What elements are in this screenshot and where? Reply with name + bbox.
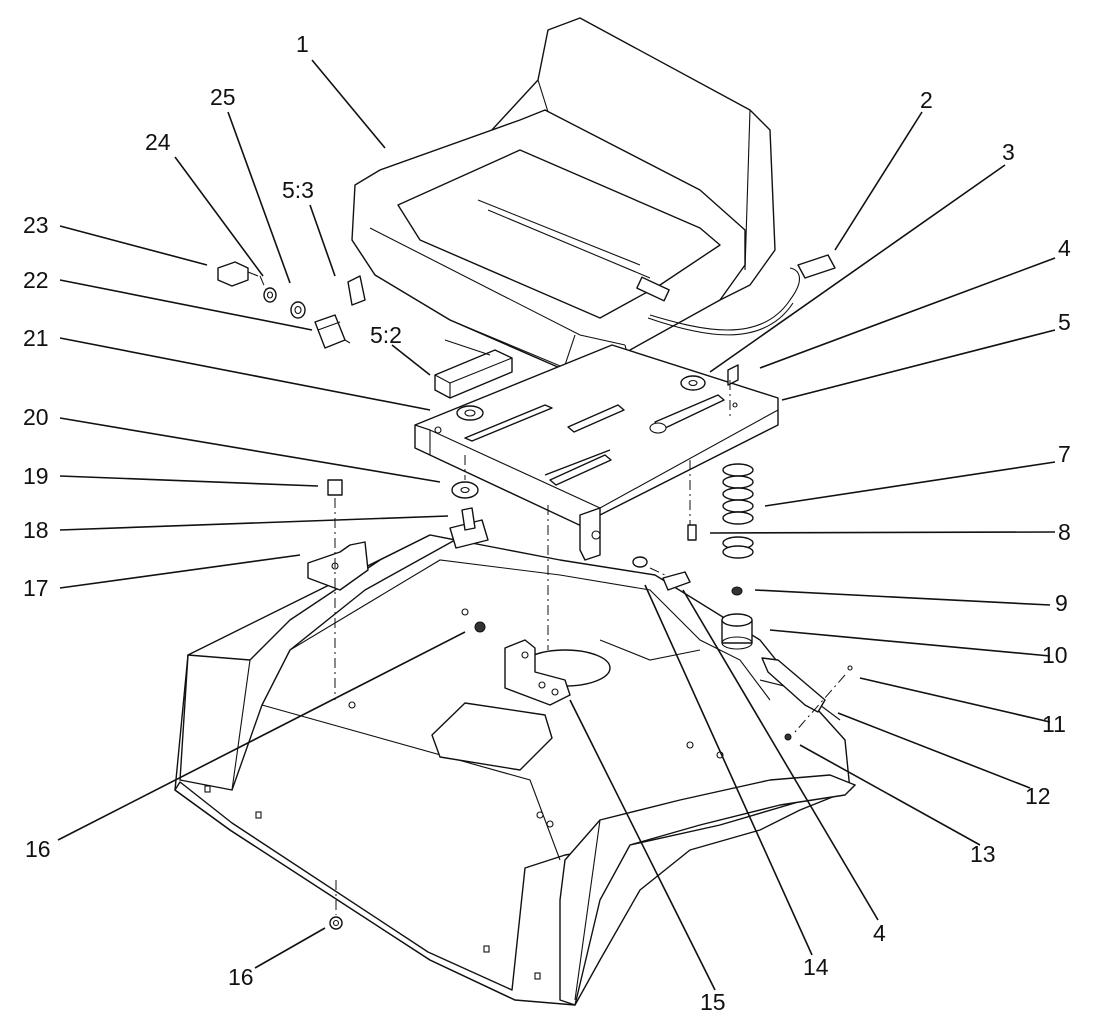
callout-16-upper: 16: [25, 836, 51, 862]
callout-17: 17: [23, 575, 49, 601]
callout-5-2: 5:2: [370, 322, 402, 348]
callout-11: 11: [1042, 711, 1066, 737]
callout-5-3: 5:3: [282, 177, 314, 203]
callout-12: 12: [1025, 783, 1051, 809]
callout-13: 13: [970, 841, 996, 867]
part-5-seat-plate: [414, 344, 779, 561]
callout-4-upper: 4: [1058, 235, 1071, 261]
callout-21: 21: [23, 325, 49, 351]
callout-20: 20: [23, 404, 49, 430]
spring-and-bumper-parts: [632, 364, 853, 741]
callout-19: 19: [23, 463, 49, 489]
callout-labels: 1 2 3 4 5 7 8 9 10 11 12 13 4 14 15 16 1…: [23, 31, 1071, 1015]
callout-14: 14: [803, 954, 829, 980]
alignment-lines: [259, 275, 846, 915]
callout-23: 23: [23, 212, 49, 238]
leader-lines: [57, 59, 1056, 991]
callout-22: 22: [23, 267, 49, 293]
mounting-brackets-and-hardware: [307, 479, 571, 930]
part-5-3-tab: [347, 275, 366, 306]
callout-4-lower: 4: [873, 920, 886, 946]
callout-3: 3: [1002, 139, 1015, 165]
callout-8: 8: [1058, 519, 1071, 545]
callout-2: 2: [920, 87, 933, 113]
callout-18: 18: [23, 517, 49, 543]
callout-1: 1: [296, 31, 309, 57]
callout-24: 24: [145, 129, 171, 155]
callout-10: 10: [1042, 642, 1068, 668]
part-2-decal: [797, 254, 836, 279]
part-5-2-block: [434, 339, 513, 399]
callout-25: 25: [210, 84, 236, 110]
seat-switch-parts: [217, 261, 351, 349]
callout-16-lower: 16: [228, 964, 254, 990]
callout-5: 5: [1058, 309, 1071, 335]
callout-7: 7: [1058, 441, 1071, 467]
seat-cushion: [351, 17, 800, 387]
fender-base-pan: [174, 534, 856, 1006]
callout-9: 9: [1055, 590, 1068, 616]
callout-15: 15: [700, 989, 726, 1015]
